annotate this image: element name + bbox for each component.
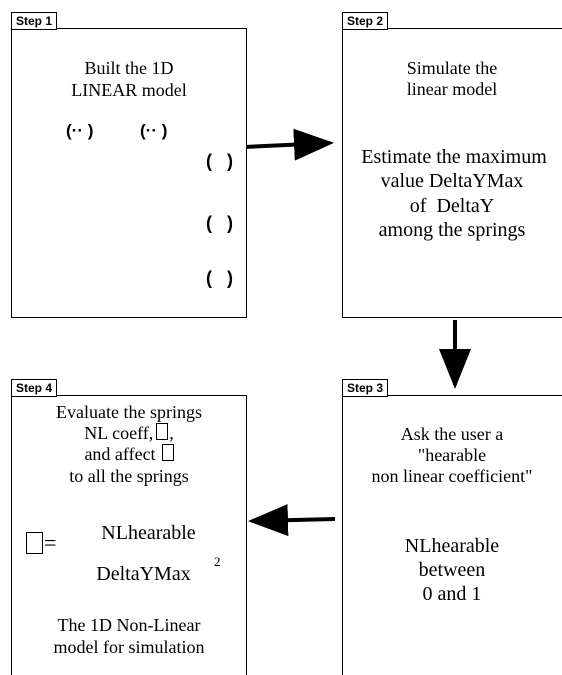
step3-line1: Ask the user a xyxy=(400,424,504,444)
step3-box xyxy=(342,395,562,675)
step2-box xyxy=(342,28,562,318)
step1-paren-right-3: ( ) xyxy=(206,268,233,288)
step3-label: Step 3 xyxy=(342,379,389,397)
step1-paren-right-2: ( ) xyxy=(206,213,233,233)
step2-line5: of DeltaY xyxy=(409,195,495,217)
step1-text-line2: LINEAR model xyxy=(71,80,187,100)
step4-line2-row: NL coeff,, xyxy=(11,423,247,444)
step3-line2: "hearable xyxy=(417,445,487,465)
alpha-placeholder-box-2 xyxy=(161,444,174,461)
step2-line6: among the springs xyxy=(378,219,526,241)
step2-line3: Estimate the maximum xyxy=(361,146,547,168)
step4-line3-row: and affect xyxy=(11,444,247,465)
equation-denominator: DeltaYMax xyxy=(96,563,191,585)
step4-line4: to all the springs xyxy=(69,466,189,486)
step4-line1: Evaluate the springs xyxy=(56,402,202,422)
step4-label: Step 4 xyxy=(11,379,58,397)
step3-line6: 0 and 1 xyxy=(422,583,482,605)
arrow-step1-to-step2 xyxy=(243,128,334,161)
step1-box xyxy=(11,28,247,318)
step4-line2-end: , xyxy=(169,423,174,443)
step3-line4: NLhearable xyxy=(404,535,500,557)
step1-text-line1: Built the 1D xyxy=(84,58,174,78)
step4-line2: NL coeff, xyxy=(84,423,154,443)
equation-exponent: 2 xyxy=(214,554,221,569)
alpha-placeholder-box xyxy=(156,423,169,440)
alpha-equation-box xyxy=(26,532,43,554)
step1-label: Step 1 xyxy=(11,12,58,30)
step2-line2: linear model xyxy=(406,79,498,99)
step1-paren-top-2: (·· ) xyxy=(140,121,168,140)
step1-paren-right-1: ( ) xyxy=(206,151,233,171)
step2-line4: value DeltaYMax xyxy=(380,170,524,192)
arrow-step3-to-step4 xyxy=(248,504,336,537)
step3-line5: between xyxy=(418,559,486,581)
step4-box xyxy=(11,395,247,675)
step1-paren-top-1: (·· ) xyxy=(66,121,94,140)
step4-line6: model for simulation xyxy=(53,637,205,657)
equation-numerator: NLhearable xyxy=(101,522,196,544)
step4-line3: and affect xyxy=(84,444,156,464)
step2-label: Step 2 xyxy=(342,12,389,30)
step2-line1: Simulate the xyxy=(406,58,498,78)
equation-equals: = xyxy=(44,530,57,555)
step3-line3: non linear coefficient" xyxy=(371,466,533,486)
step4-line5: The 1D Non-Linear xyxy=(57,615,201,635)
